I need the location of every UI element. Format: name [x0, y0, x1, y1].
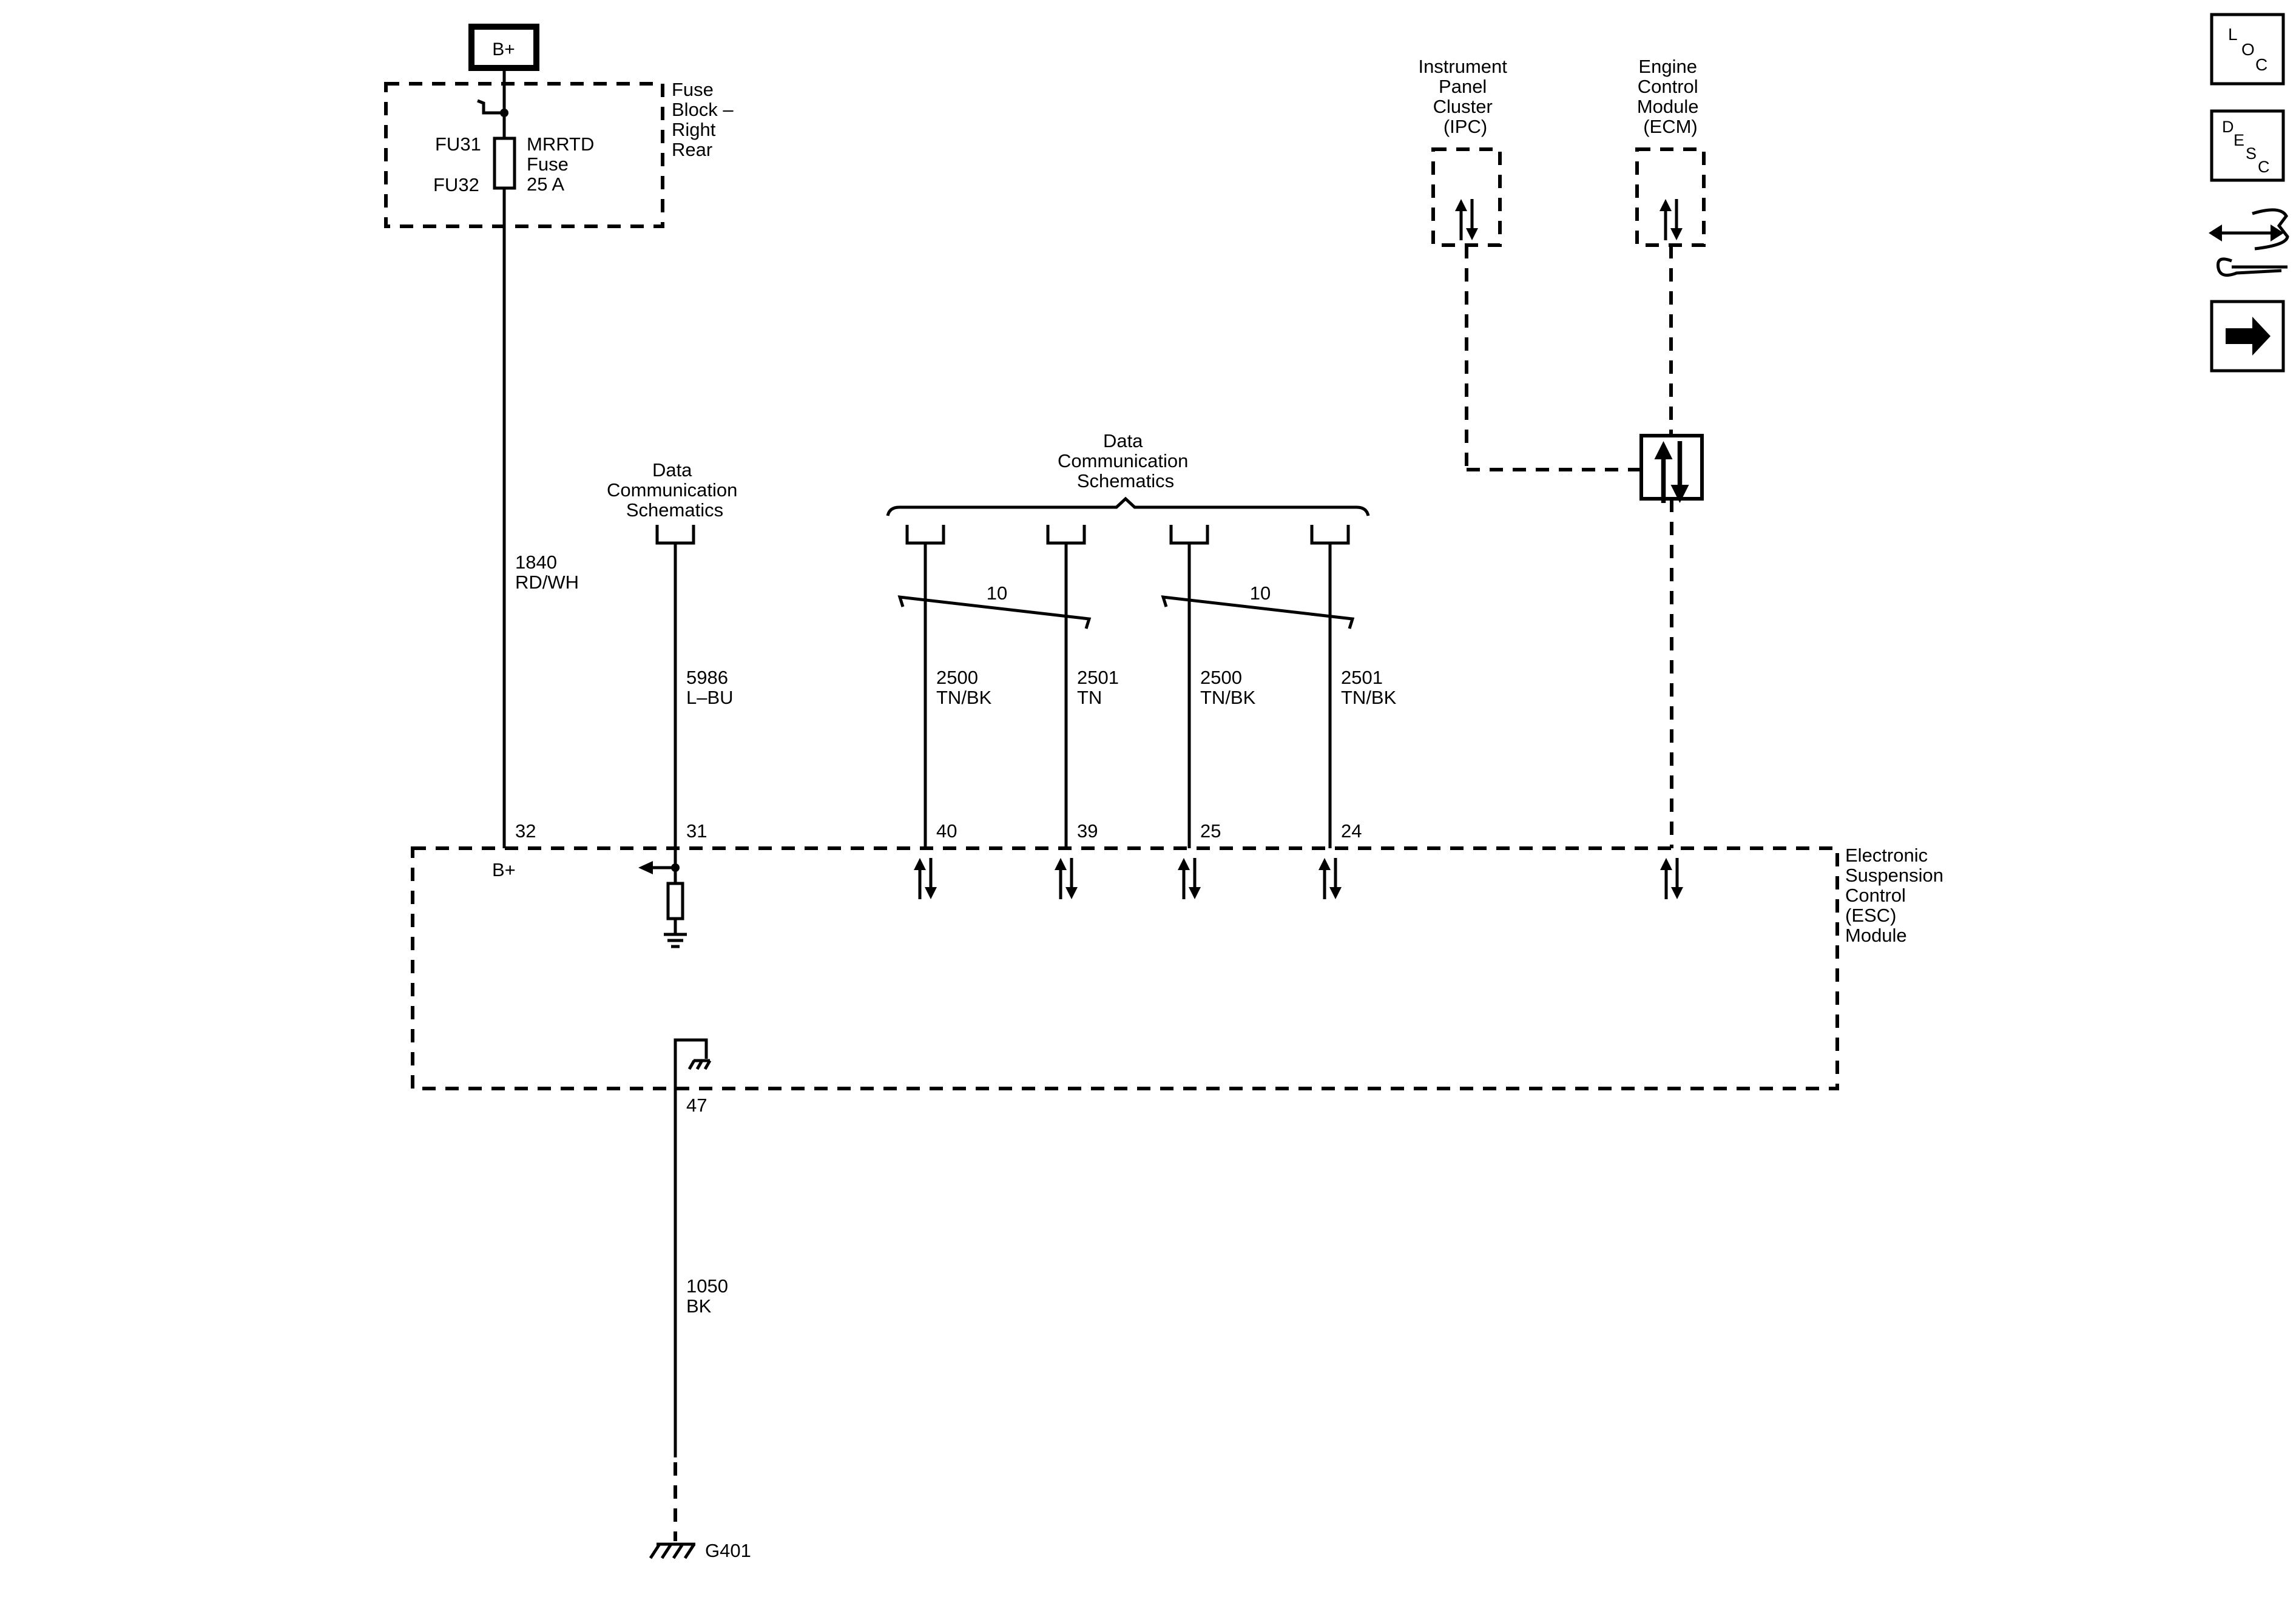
ecm-label: Engine Control Module (ECM) [1637, 56, 1704, 137]
pin-39: 39 [1077, 820, 1098, 842]
desc-letter-s: S [2246, 144, 2257, 163]
twisted-pair-marker-a: 10 [897, 582, 1092, 629]
ground-point-label: G401 [705, 1540, 751, 1561]
fuse-block-right-rear: Fuse Block – Right Rear FU31 FU32 MRRTD … [384, 68, 738, 228]
pin-40: 40 [936, 820, 957, 842]
power-source-label: B+ [492, 39, 515, 59]
data-comm-group-label: Data Communication Schematics [1058, 430, 1194, 491]
loc-letter-o: O [2241, 40, 2255, 59]
pin-25: 25 [1200, 820, 1221, 842]
connector-wrench-icon[interactable] [2209, 208, 2289, 277]
esc-label: Electronic Suspension Control (ESC) Modu… [1845, 845, 1949, 946]
pin-24: 24 [1341, 820, 1362, 842]
power-source-b-plus: B+ [468, 24, 539, 71]
svg-text:10: 10 [1250, 582, 1271, 604]
bidirectional-arrow-icon [1660, 858, 1683, 899]
wire-ground-label: 1050 BK [686, 1275, 734, 1317]
pin-32: 32 [515, 820, 536, 842]
desc-letter-e: E [2234, 131, 2244, 149]
bidirectional-arrow-icon [1319, 858, 1342, 899]
module-ecm: Engine Control Module (ECM) [1635, 56, 1706, 436]
bidirectional-arrow-icon [1455, 199, 1478, 240]
right-arrow-icon [2226, 317, 2271, 356]
module-esc: Electronic Suspension Control (ESC) Modu… [411, 845, 1949, 1090]
bidirectional-arrow-icon [1178, 858, 1201, 899]
wire-can2-high-label: 2501 TN/BK [1341, 667, 1397, 708]
pin-label-b-plus: B+ [492, 859, 516, 880]
next-page-button[interactable] [2210, 300, 2285, 373]
fuse-icon [493, 137, 516, 190]
pin-47: 47 [686, 1095, 707, 1116]
svg-text:10: 10 [987, 582, 1007, 604]
pull-down-resistor-icon [638, 848, 687, 948]
fuse-name: MRRTD Fuse 25 A [527, 133, 599, 195]
fuse-block-label: Fuse Block – Right Rear [672, 79, 738, 160]
chassis-ground-icon [674, 1038, 712, 1089]
bidirectional-arrow-icon [914, 858, 937, 899]
wire-ground-1050: 47 1050 BK G401 [649, 1089, 751, 1561]
desc-letter-c: C [2258, 158, 2270, 176]
data-comm-single-label: Data Communication Schematics [607, 459, 743, 521]
data-comm-ref-group: Data Communication Schematics 10 10 2500… [886, 430, 1397, 848]
group-bracket [886, 496, 1370, 516]
pin-31: 31 [686, 820, 707, 842]
wire-can1-low-label: 2500 TN/BK [936, 667, 992, 708]
data-comm-ref-serial: Data Communication Schematics 5986 L–BU … [607, 459, 743, 848]
ipc-label: Instrument Panel Cluster (IPC) [1418, 56, 1512, 137]
twisted-pair-marker-b: 10 [1161, 582, 1355, 629]
wire-serial-label: 5986 L–BU [686, 667, 734, 708]
bidirectional-arrow-icon [1055, 858, 1078, 899]
wire-can1-high-label: 2501 TN [1077, 667, 1124, 708]
ground-g401-icon [649, 1542, 696, 1559]
nav-loc-button[interactable]: L O C [2210, 13, 2285, 86]
bidirectional-arrow-icon [1655, 441, 1689, 503]
wire-power-label: 1840 RD/WH [515, 552, 579, 593]
serial-data-junction [1467, 434, 1704, 848]
fuse-id-fu31: FU31 [435, 133, 481, 155]
wire-power-1840: 1840 RD/WH 32 B+ [492, 188, 579, 880]
bidirectional-arrow-icon [1660, 199, 1683, 240]
wire-can2-low-label: 2500 TN/BK [1200, 667, 1256, 708]
fuse-id-fu32: FU32 [433, 174, 479, 195]
module-ipc: Instrument Panel Cluster (IPC) [1418, 56, 1512, 470]
desc-letter-d: D [2222, 118, 2234, 136]
loc-letter-c: C [2255, 55, 2267, 74]
loc-letter-l: L [2228, 25, 2238, 44]
nav-desc-button[interactable]: D E S C [2210, 109, 2285, 182]
